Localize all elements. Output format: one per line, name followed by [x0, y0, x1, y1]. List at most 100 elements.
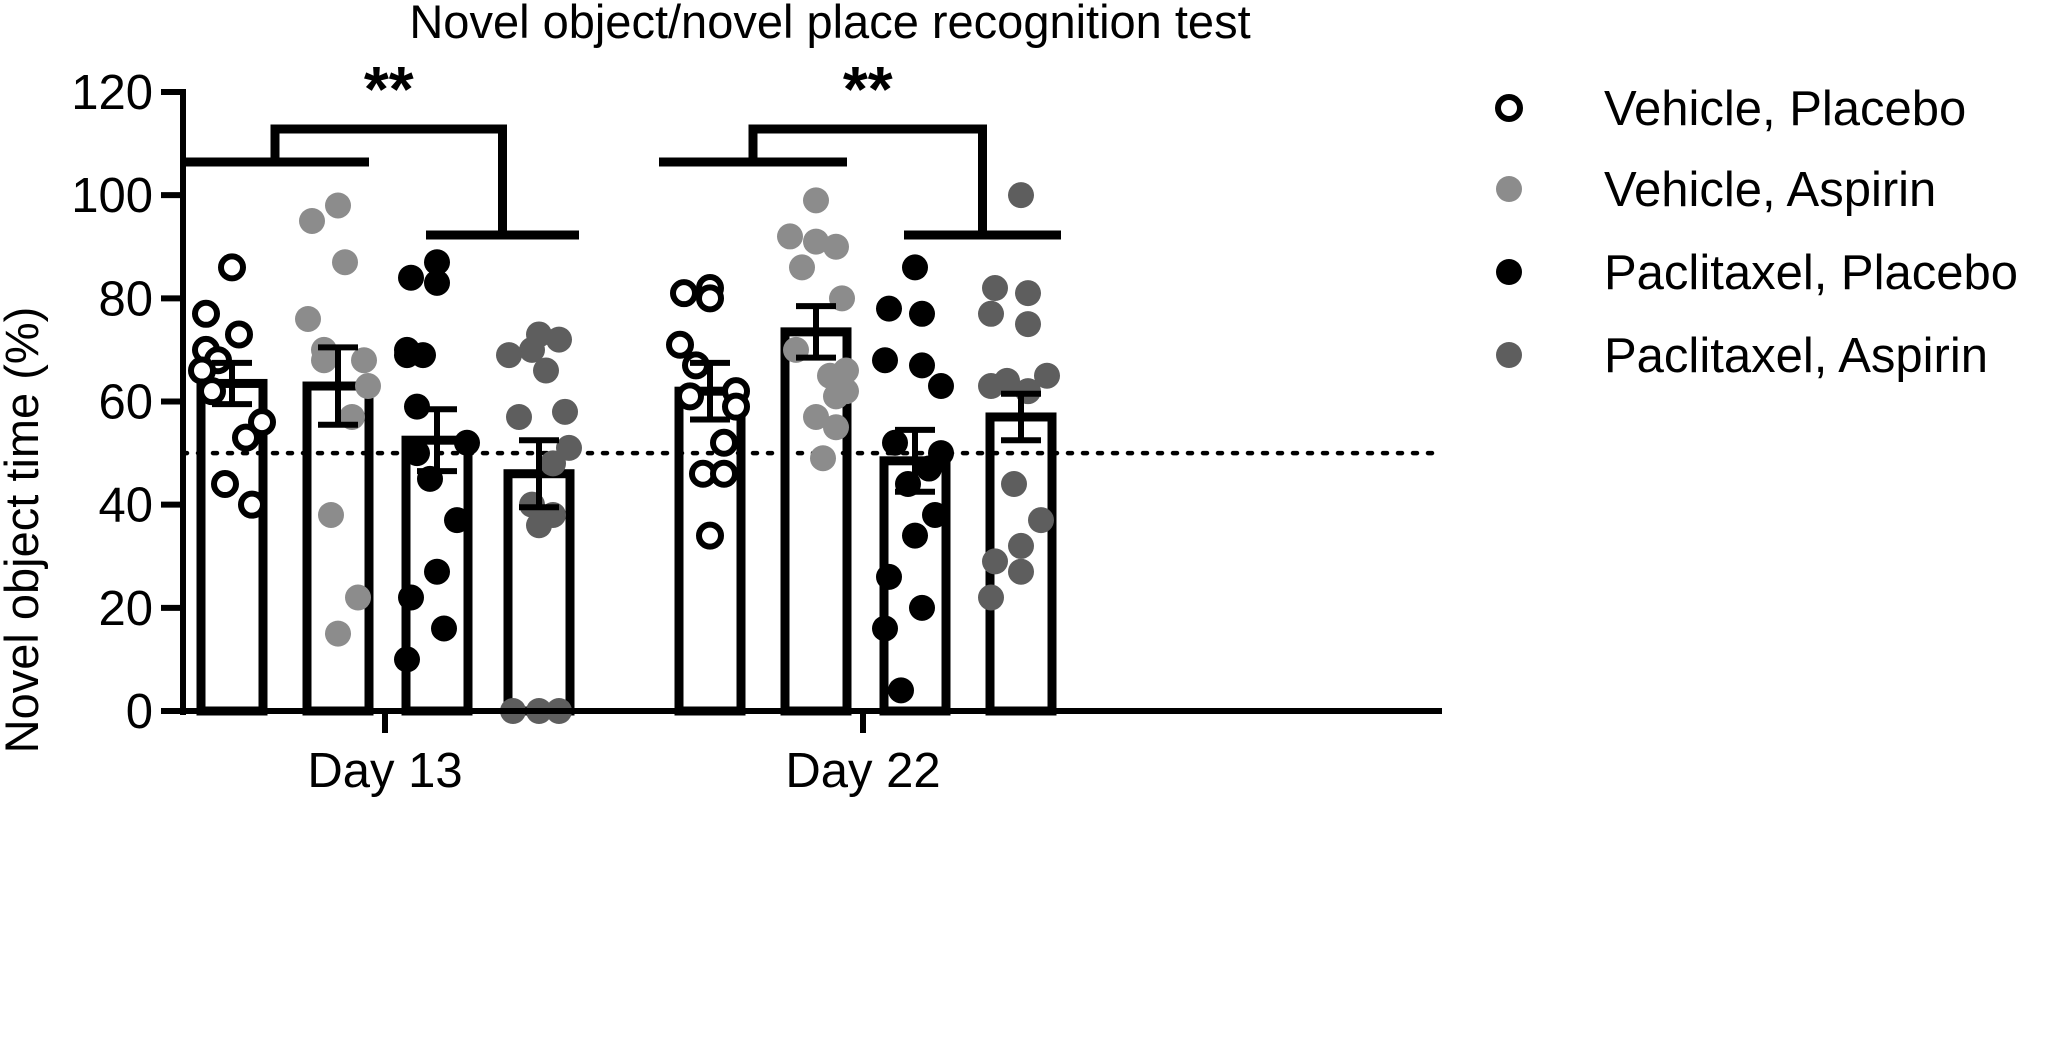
data-point [198, 377, 226, 406]
legend-marker [1496, 342, 1522, 368]
data-point [1028, 507, 1054, 534]
y-tick-label: 40 [98, 479, 153, 533]
y-tick-label: 100 [71, 169, 153, 223]
data-point [1008, 558, 1034, 585]
data-point [789, 254, 815, 281]
data-point [546, 326, 572, 353]
data-point [345, 584, 371, 611]
data-point [1015, 280, 1041, 307]
data-point [817, 362, 843, 389]
data-point [928, 373, 954, 400]
data-point [325, 620, 351, 647]
data-point [355, 373, 381, 400]
data-point [556, 434, 582, 461]
data-point [872, 615, 898, 642]
data-point [922, 501, 948, 528]
data-point [238, 490, 266, 519]
data-point [1008, 182, 1034, 209]
data-point [325, 192, 351, 219]
y-tick-label: 60 [98, 376, 153, 430]
data-point [882, 429, 908, 456]
data-point [496, 342, 522, 369]
y-tick-label: 80 [98, 272, 153, 326]
data-point [232, 423, 260, 452]
data-point [394, 646, 420, 673]
data-point [803, 187, 829, 214]
data-point [909, 352, 935, 379]
data-point [351, 347, 377, 374]
data-point [902, 254, 928, 281]
x-tick-label: Day 13 [307, 744, 462, 798]
data-point [978, 300, 1004, 327]
data-point [872, 347, 898, 374]
data-point [248, 408, 276, 437]
data-point [823, 383, 849, 410]
data-point [710, 428, 738, 457]
data-point [909, 594, 935, 621]
data-point [823, 414, 849, 441]
legend-label: Vehicle, Placebo [1604, 82, 1966, 136]
data-point [1034, 362, 1060, 389]
data-point [218, 253, 246, 282]
data-point [192, 299, 220, 328]
data-point [318, 501, 344, 528]
data-point [916, 455, 942, 482]
data-point [1008, 532, 1034, 559]
data-point [506, 403, 532, 430]
data-point [225, 320, 253, 349]
data-point [978, 584, 1004, 611]
legend-marker [1496, 259, 1522, 285]
legend-label: Vehicle, Aspirin [1604, 163, 1936, 217]
data-point [526, 512, 552, 539]
significance-label: ** [364, 53, 414, 125]
data-point [332, 249, 358, 276]
data-point [519, 336, 545, 363]
significance-label: ** [843, 53, 893, 125]
data-point [810, 445, 836, 472]
data-point [404, 440, 430, 467]
data-point [666, 330, 694, 359]
data-point [696, 284, 724, 313]
data-point [540, 450, 566, 477]
y-tick-label: 20 [98, 582, 153, 636]
y-tick-label: 120 [71, 66, 153, 120]
significance-bracket [659, 124, 1061, 240]
chart-title: Novel object/novel place recognition tes… [409, 0, 1250, 48]
data-point [398, 264, 424, 291]
data-point [431, 615, 457, 642]
data-point [1015, 311, 1041, 338]
data-point [676, 382, 704, 411]
data-point [424, 249, 450, 276]
data-point [777, 223, 803, 250]
y-tick-label: 0 [126, 685, 153, 739]
data-point [211, 470, 239, 499]
data-point [888, 677, 914, 704]
data-point [424, 558, 450, 585]
data-point [982, 275, 1008, 302]
data-point [803, 403, 829, 430]
data-point [803, 228, 829, 255]
bar [302, 381, 374, 716]
data-point [533, 357, 559, 384]
data-point [823, 233, 849, 260]
data-point [424, 269, 450, 296]
data-point [454, 429, 480, 456]
data-point [295, 305, 321, 332]
data-point [710, 459, 738, 488]
data-point [909, 300, 935, 327]
legend-label: Paclitaxel, Aspirin [1604, 329, 1988, 383]
data-point [982, 548, 1008, 575]
data-point [876, 563, 902, 590]
legend-label: Paclitaxel, Placebo [1604, 246, 2018, 300]
data-point [394, 342, 420, 369]
data-point [978, 373, 1004, 400]
legend-marker [1496, 176, 1522, 202]
data-point [398, 584, 424, 611]
data-point [876, 295, 902, 322]
x-tick-label: Day 22 [785, 744, 940, 798]
data-point [670, 279, 698, 308]
